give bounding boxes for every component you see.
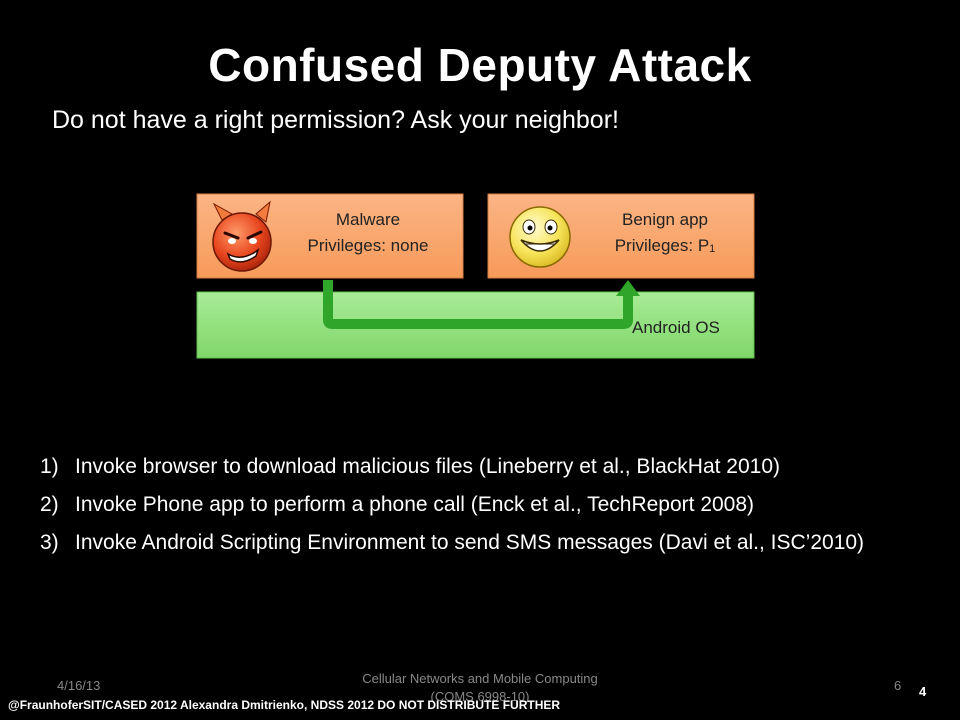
footer-inner-page-number: 4 (919, 684, 927, 699)
list-item-text: Invoke Phone app to perform a phone call… (75, 493, 755, 516)
arrow-head (616, 280, 640, 296)
flow-arrow (323, 280, 633, 329)
benign-privileges-subscript: 1 (709, 243, 716, 255)
malware-label: Malware Privileges: none (278, 207, 458, 259)
copyright-notice: @FraunhoferSIT/CASED 2012 Alexandra Dmit… (8, 698, 561, 712)
benign-label: Benign app Privileges: P1 (575, 207, 755, 261)
footer-course: Cellular Networks and Mobile Computing (… (300, 670, 660, 706)
footer-date: 4/16/13 (57, 678, 101, 693)
benign-title: Benign app (621, 210, 709, 229)
list-item-number: 2) (40, 493, 59, 516)
footer-page-number: 6 (894, 678, 902, 693)
attack-examples-list: 1) Invoke browser to download malicious … (40, 452, 920, 566)
slide-subtitle: Do not have a right permission? Ask your… (52, 106, 619, 134)
list-item-number: 1) (40, 455, 59, 478)
list-item: 1) Invoke browser to download malicious … (40, 452, 920, 482)
list-item-text: Invoke Android Scripting Environment to … (75, 531, 865, 554)
benign-privileges-text: Privileges: P (614, 236, 710, 255)
footer-course-line2: (COMS 6998-10) (430, 689, 530, 704)
list-item-text: Invoke browser to download malicious fil… (75, 455, 781, 478)
angry-devil-face-icon (212, 200, 272, 272)
slide-title: Confused Deputy Attack (208, 39, 752, 91)
list-item: 3) Invoke Android Scripting Environment … (40, 528, 920, 558)
footer-course-line1: Cellular Networks and Mobile Computing (362, 671, 598, 686)
malware-privileges: Privileges: none (307, 236, 429, 255)
benign-privileges: Privileges: P1 (575, 233, 755, 261)
malware-title: Malware (335, 210, 401, 229)
list-item: 2) Invoke Phone app to perform a phone c… (40, 490, 920, 520)
list-item-number: 3) (40, 531, 59, 554)
smiley-face-icon (509, 206, 571, 268)
android-os-label: Android OS (632, 318, 720, 337)
